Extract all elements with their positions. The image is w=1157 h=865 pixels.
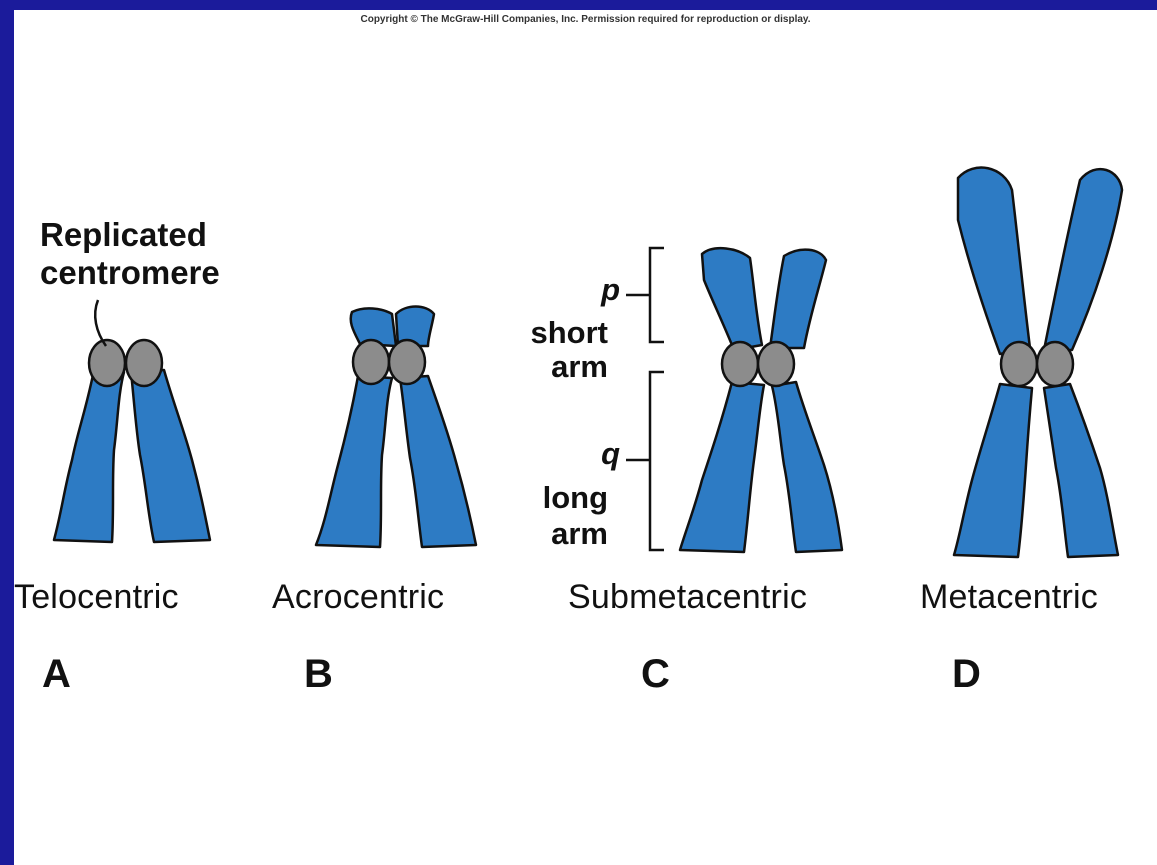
type-label-acrocentric: Acrocentric [272, 580, 444, 614]
acrocentric-chromatid-left [316, 376, 392, 547]
metacentric-lower-arm-right [1044, 384, 1118, 557]
telocentric-centromere-right [126, 340, 162, 386]
metacentric-centromere-right [1037, 342, 1073, 386]
telocentric-chromatid-left [54, 370, 124, 542]
centromere-label: Replicated centromere [40, 216, 220, 292]
long-arm-line2: arm [480, 516, 608, 552]
acrocentric-chromatid-right [400, 376, 476, 547]
type-label-submetacentric: Submetacentric [568, 580, 807, 614]
centromere-label-line2: centromere [40, 254, 220, 292]
metacentric-centromere-left [1001, 342, 1037, 386]
type-label-metacentric: Metacentric [920, 580, 1098, 614]
q-label: q [574, 438, 620, 469]
metacentric-lower-arm-left [954, 384, 1032, 557]
submetacentric-short-arm-left [702, 248, 762, 350]
short-arm-label: short arm [480, 316, 608, 384]
figure-panel: Copyright © The McGraw-Hill Companies, I… [14, 10, 1157, 865]
centromere-label-line1: Replicated [40, 216, 220, 254]
p-label: p [574, 274, 620, 305]
telocentric-centromere-left [89, 340, 125, 386]
letter-a: A [42, 654, 71, 694]
short-arm-line1: short [480, 316, 608, 350]
acrocentric-centromere-left [353, 340, 389, 384]
submetacentric-centromere-right [758, 342, 794, 386]
metacentric-upper-arm-right [1044, 169, 1122, 350]
letter-c: C [641, 654, 670, 694]
long-arm-label: long arm [480, 480, 608, 552]
acrocentric-centromere-right [389, 340, 425, 384]
q-arm-bracket [626, 372, 664, 550]
short-arm-line2: arm [480, 350, 608, 384]
long-arm-line1: long [480, 480, 608, 516]
submetacentric-long-arm-right [772, 382, 842, 552]
letter-b: B [304, 654, 333, 694]
submetacentric-short-arm-right [770, 250, 826, 348]
submetacentric-centromere-left [722, 342, 758, 386]
metacentric-upper-arm-left [958, 168, 1030, 354]
submetacentric-long-arm-left [680, 382, 764, 552]
telocentric-chromatid-right [131, 370, 210, 542]
p-arm-bracket [626, 248, 664, 342]
type-label-telocentric: Telocentric [14, 580, 179, 614]
letter-d: D [952, 654, 981, 694]
